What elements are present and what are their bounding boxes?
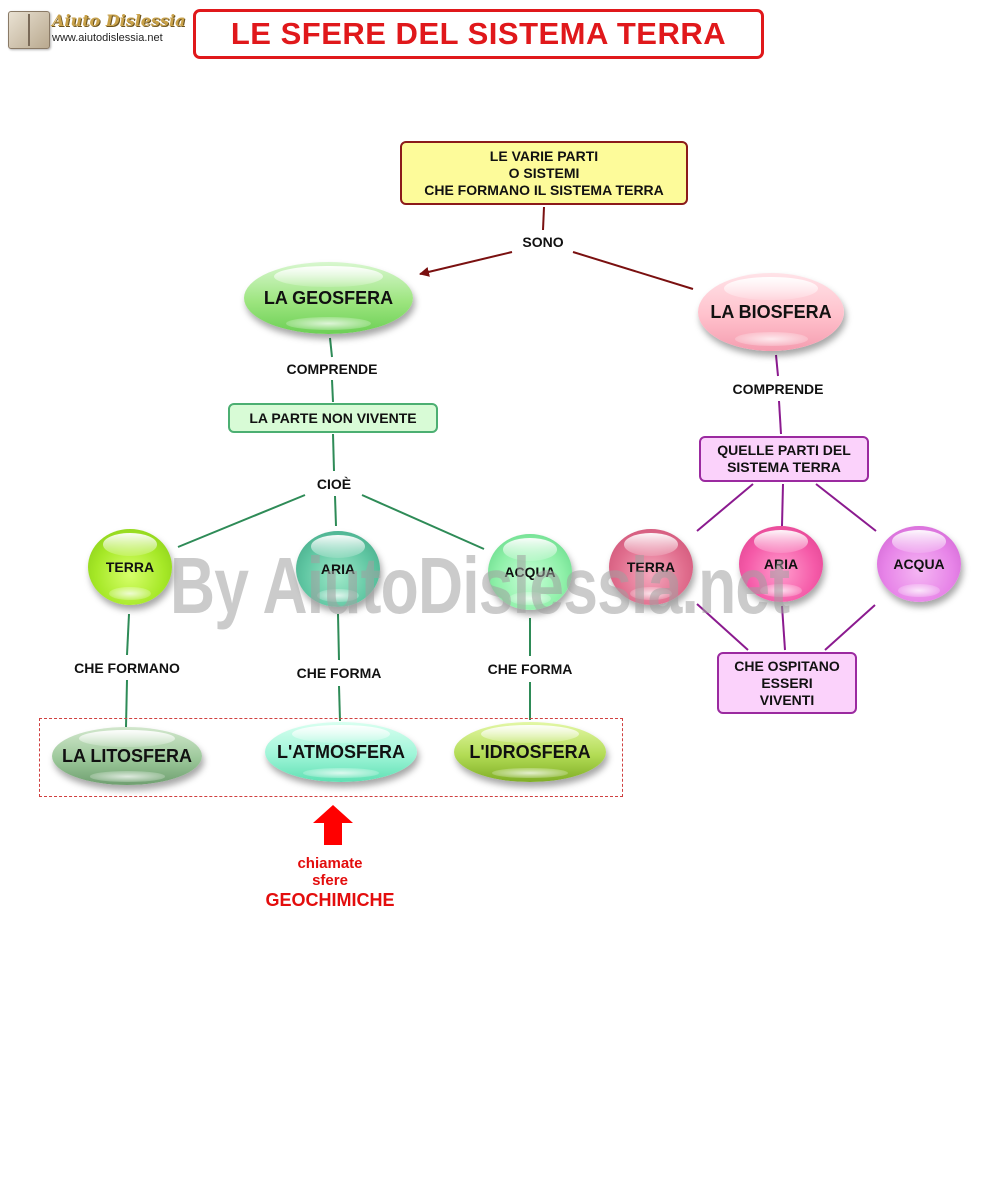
geo-acqua-label: ACQUA (504, 564, 556, 580)
link-cioe-terra (177, 494, 306, 548)
link-geosfera-comprende (329, 337, 333, 358)
atmosfera-label: L'ATMOSFERA (277, 741, 405, 762)
logo-brand-text: Aiuto Dislessia (52, 11, 186, 30)
note-line-2: sfere (312, 872, 348, 889)
bio-acqua-label: ACQUA (893, 556, 945, 572)
link-terra-ospitano (696, 603, 749, 651)
page-title-box: LE SFERE DEL SISTEMA TERRA (193, 9, 764, 59)
quelle-parti-box: QUELLE PARTI DEL SISTEMA TERRA (699, 436, 869, 482)
aiutodislessia-logo: Aiuto Dislessia www.aiutodislessia.net (8, 11, 185, 49)
non-vivente-box: LA PARTE NON VIVENTE (228, 403, 438, 433)
link-aria-ospitano (781, 605, 786, 651)
link-quelle-acqua (815, 483, 877, 532)
up-arrow-icon (313, 805, 353, 845)
bio-terra-label: TERRA (626, 559, 676, 575)
link-quelle-terra (696, 483, 754, 532)
geosfera-node: LA GEOSFERA (244, 262, 413, 334)
geo-aria-label: ARIA (320, 561, 356, 577)
link-biosfera-comprende (775, 354, 779, 377)
litosfera-node: LA LITOSFERA (52, 727, 202, 785)
label-cioe: CIOÈ (313, 475, 355, 493)
geo-acqua-sphere: ACQUA (488, 534, 572, 610)
note-line-3: GEOCHIMICHE (265, 890, 395, 910)
book-icon (8, 11, 50, 49)
link-sono-biosfera (572, 251, 694, 290)
link-sono-geosfera (419, 251, 513, 277)
bio-aria-sphere: ARIA (739, 526, 823, 602)
bio-aria-label: ARIA (763, 556, 799, 572)
label-comprende-geo: COMPRENDE (283, 360, 381, 378)
link-cioe-acqua (361, 494, 485, 550)
geosfera-label: LA GEOSFERA (263, 287, 394, 308)
link-nonvivente-cioe (332, 433, 335, 472)
litosfera-label: LA LITOSFERA (62, 745, 192, 766)
bio-terra-sphere: TERRA (609, 529, 693, 605)
link-cioe-aria (334, 495, 337, 527)
link-cheformano-litosfera (125, 679, 128, 728)
geo-terra-sphere: TERRA (88, 529, 172, 605)
geochemical-spheres-group (39, 718, 623, 797)
link-comprende-quelle (778, 400, 782, 435)
atmosfera-node: L'ATMOSFERA (265, 722, 417, 782)
biosfera-label: LA BIOSFERA (710, 301, 832, 322)
label-che-formano: CHE FORMANO (71, 659, 183, 677)
link-root-sono (542, 206, 545, 231)
link-acqua-ospitano (824, 604, 876, 651)
geo-terra-label: TERRA (105, 559, 155, 575)
link-terra-cheformano (126, 613, 130, 656)
label-che-forma-aria: CHE FORMA (293, 664, 385, 682)
biosfera-node: LA BIOSFERA (698, 273, 844, 351)
root-concept-box: LE VARIE PARTI O SISTEMI CHE FORMANO IL … (400, 141, 688, 205)
label-comprende-bio: COMPRENDE (729, 380, 827, 398)
geo-aria-sphere: ARIA (296, 531, 380, 607)
link-comprende-nonvivente (331, 379, 334, 403)
label-sono: SONO (519, 233, 567, 251)
logo-url-text: www.aiutodislessia.net (52, 32, 163, 44)
link-quelle-aria (781, 483, 784, 527)
page-title: LE SFERE DEL SISTEMA TERRA (230, 16, 727, 51)
idrosfera-node: L'IDROSFERA (454, 722, 606, 782)
idrosfera-label: L'IDROSFERA (469, 741, 591, 762)
link-aria-cheforma (337, 613, 340, 661)
bio-acqua-sphere: ACQUA (877, 526, 961, 602)
label-che-forma-acqua: CHE FORMA (484, 660, 576, 678)
ospitano-box: CHE OSPITANO ESSERI VIVENTI (717, 652, 857, 714)
note-line-1: chiamate (297, 855, 363, 872)
link-cheforma-atmosfera (338, 685, 341, 722)
